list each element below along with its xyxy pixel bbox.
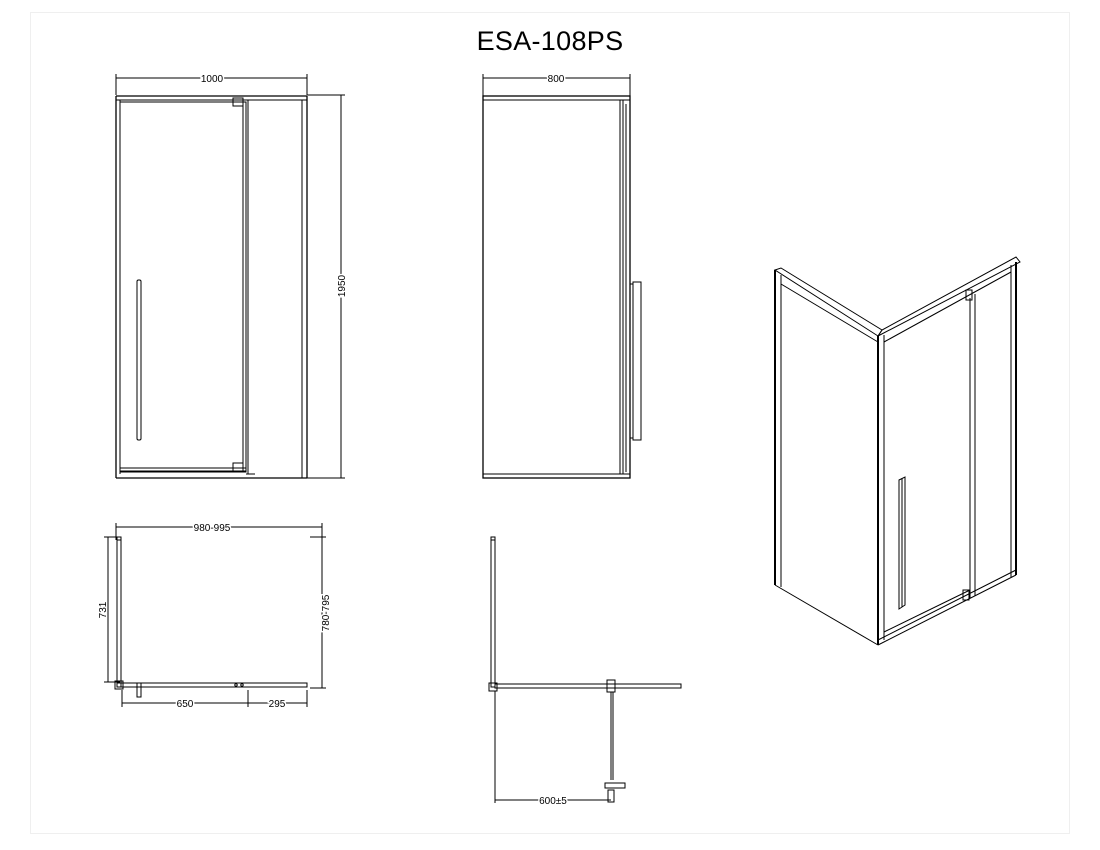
plan-hinge-2 — [240, 683, 244, 687]
plan-width-label: 980-995 — [194, 523, 231, 534]
iso-top-rail-left — [773, 267, 883, 337]
side-width-label: 800 — [548, 74, 565, 85]
front-top-hinge — [232, 97, 244, 107]
plan-left-depth-label: 731 — [98, 601, 109, 618]
side-view — [482, 74, 642, 479]
plan-handle — [136, 682, 142, 698]
plan-depth-label: 780-795 — [321, 594, 332, 631]
iso-top-rail-right — [877, 256, 1021, 337]
iso-bottom-hinge — [962, 589, 970, 601]
iso-right-bottom — [877, 574, 1017, 646]
iso-handle — [898, 476, 906, 610]
front-width-label: 1000 — [201, 74, 224, 85]
plan-front-panel — [116, 682, 308, 688]
plan-fixed-label: 295 — [269, 699, 286, 710]
side-handle — [632, 281, 642, 441]
plan-hinge-1 — [234, 683, 238, 687]
iso-door-seal — [883, 589, 971, 633]
swing-hinge-block — [606, 679, 616, 693]
swing-door-end — [607, 789, 615, 803]
isometric-view — [773, 256, 1021, 646]
door-swing-label: 600±5 — [539, 796, 567, 807]
front-bottom-hinge — [232, 462, 244, 473]
swing-door-handle — [604, 782, 626, 789]
swing-corner-block — [488, 682, 498, 692]
side-panel-frame — [482, 95, 631, 479]
door-swing-view — [488, 536, 682, 803]
iso-left-bottom — [774, 584, 879, 646]
swing-side-panel — [490, 536, 496, 688]
front-door-panel — [119, 101, 247, 473]
swing-front-panel — [494, 683, 682, 689]
front-door-handle — [136, 279, 142, 441]
iso-left-glass-top — [780, 283, 879, 343]
sheet-border — [30, 12, 1070, 834]
iso-right-glass-top — [883, 271, 1012, 343]
plan-side-panel — [116, 536, 122, 688]
iso-right-bottom-2 — [877, 569, 1017, 641]
front-view — [115, 74, 345, 479]
plan-view — [104, 523, 326, 707]
drawing-title: ESA-108PS — [476, 26, 624, 56]
height-label: 1950 — [337, 274, 348, 297]
plan-corner-block — [114, 680, 124, 690]
plan-door-label: 650 — [177, 699, 194, 710]
iso-top-hinge — [965, 289, 973, 301]
